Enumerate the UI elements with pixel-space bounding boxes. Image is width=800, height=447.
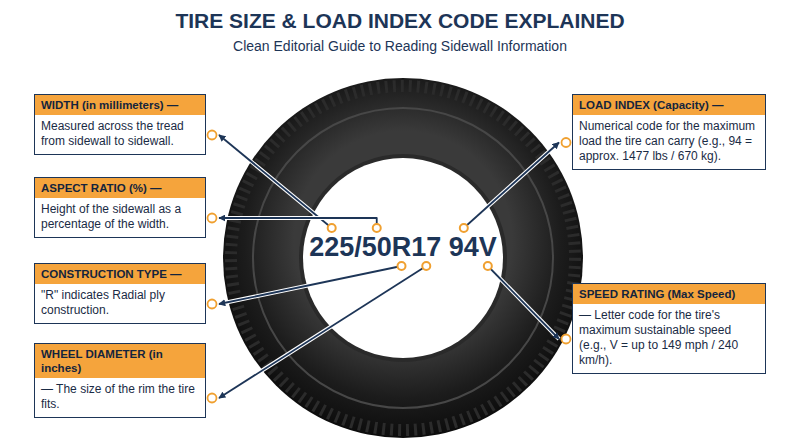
leader-casing bbox=[219, 218, 377, 228]
callout-box: WIDTH (in millimeters) —Measured across … bbox=[34, 94, 206, 155]
leader-casing bbox=[464, 143, 559, 229]
leader-line bbox=[464, 143, 559, 229]
box-dot bbox=[208, 394, 217, 403]
callout-heading: ASPECT RATIO (%) — bbox=[35, 178, 205, 198]
box-dot bbox=[562, 138, 571, 147]
leader-line bbox=[219, 218, 377, 228]
tread bbox=[231, 86, 575, 430]
callout-text: Height of the sidewall as a percentage o… bbox=[35, 198, 205, 237]
box-dot bbox=[208, 131, 217, 140]
code-dot bbox=[373, 224, 381, 232]
callout-box: WHEEL DIAMETER (in inches)— The size of … bbox=[34, 343, 206, 418]
callout-text: Measured across the tread from sidewall … bbox=[35, 115, 205, 154]
leader-line bbox=[219, 266, 426, 398]
leader-casing bbox=[488, 266, 559, 339]
code-dot bbox=[460, 224, 468, 232]
callout-heading: SPEED RATING (Max Speed) bbox=[573, 284, 765, 304]
code-dot bbox=[398, 262, 406, 270]
sidewall-ring bbox=[253, 108, 553, 408]
box-dot bbox=[208, 300, 217, 309]
code-dot bbox=[328, 224, 336, 232]
callout-heading: WHEEL DIAMETER (in inches) bbox=[35, 344, 205, 378]
rim-opening bbox=[303, 158, 503, 358]
callout-text: — Letter code for the tire's maximum sus… bbox=[573, 304, 765, 373]
box-dot bbox=[208, 214, 217, 223]
callout-text: Numerical code for the maximum load the … bbox=[573, 115, 765, 169]
callout-heading: CONSTRUCTION TYPE — bbox=[35, 264, 205, 284]
box-dot bbox=[562, 335, 571, 344]
leader-line bbox=[488, 266, 559, 339]
tire-size-code: 225/50R17 94V bbox=[309, 232, 497, 262]
subtitle: Clean Editorial Guide to Reading Sidewal… bbox=[0, 37, 800, 55]
callout-text: "R" indicates Radial ply construction. bbox=[35, 284, 205, 323]
callout-box: CONSTRUCTION TYPE —"R" indicates Radial … bbox=[34, 263, 206, 324]
leader-casing bbox=[219, 135, 332, 228]
callout-box: SPEED RATING (Max Speed)— Letter code fo… bbox=[572, 283, 766, 374]
tire-body bbox=[223, 78, 583, 438]
leader-casing bbox=[219, 266, 426, 398]
callout-text: — The size of the rim the tire fits. bbox=[35, 378, 205, 417]
callout-box: ASPECT RATIO (%) —Height of the sidewall… bbox=[34, 177, 206, 238]
callout-heading: WIDTH (in millimeters) — bbox=[35, 95, 205, 115]
callout-heading: LOAD INDEX (Capacity) — bbox=[573, 95, 765, 115]
code-dot bbox=[422, 262, 430, 270]
leader-line bbox=[219, 135, 332, 228]
page-title: TIRE SIZE & LOAD INDEX CODE EXPLAINED bbox=[0, 8, 800, 34]
code-dot bbox=[484, 262, 492, 270]
callout-box: LOAD INDEX (Capacity) —Numerical code fo… bbox=[572, 94, 766, 170]
bead bbox=[299, 154, 507, 362]
